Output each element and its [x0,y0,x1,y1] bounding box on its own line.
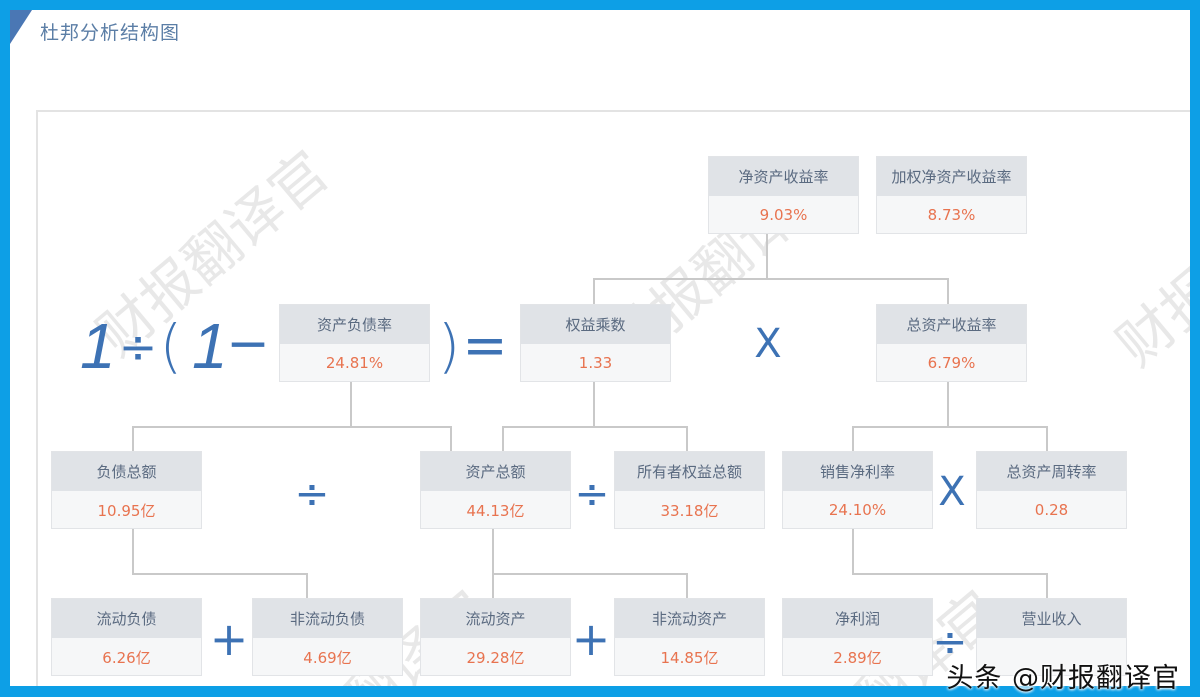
node-label: 营业收入 [977,599,1126,638]
node-value: 2.89亿 [833,648,882,667]
node-value: 6.26亿 [102,648,151,667]
divide-icon: ÷ [118,320,158,374]
connector [947,382,949,428]
node-asset-turnover: 总资产周转率 0.28 [976,451,1127,529]
connector [1046,573,1048,599]
formula-one: 1 [80,310,116,382]
connector [947,278,949,304]
node-label: 总资产收益率 [877,305,1026,344]
node-net-margin: 销售净利率 24.10% [782,451,933,529]
diagram-frame: 杜邦分析结构图 财报翻译官 财报翻译官 财报翻译官 财报翻译官 财报翻译官 净资… [10,10,1190,686]
node-label: 总资产周转率 [977,452,1126,491]
close-paren: ) [437,312,461,380]
node-value: 9.03% [759,206,808,224]
connector [492,529,494,607]
node-value: 14.85亿 [660,648,719,667]
connector [852,426,854,452]
node-net-profit: 净利润 2.89亿 [782,598,933,676]
connector [132,426,134,452]
node-value: 0.28 [1034,501,1069,519]
node-value: 1.33 [578,354,613,372]
node-value: 6.79% [927,354,976,372]
connector [852,573,1048,575]
node-value: 8.73% [927,206,976,224]
node-current-assets: 流动资产 29.28亿 [420,598,571,676]
node-total-assets: 资产总额 44.13亿 [420,451,571,529]
node-label: 流动资产 [421,599,570,638]
connector [132,529,134,575]
open-paren: ( [159,312,183,380]
connector [132,573,308,575]
node-label: 销售净利率 [783,452,932,491]
node-label: 流动负债 [52,599,201,638]
connector [852,426,1048,428]
node-label: 权益乘数 [521,305,670,344]
node-label: 资产负债率 [280,305,429,344]
node-weighted-roe: 加权净资产收益率 8.73% [876,156,1027,234]
node-label: 净资产收益率 [709,157,858,196]
node-label: 资产总额 [421,452,570,491]
node-roa: 总资产收益率 6.79% [876,304,1027,382]
connector [502,426,504,452]
connector [306,573,308,599]
node-value: 24.10% [828,501,887,519]
node-value: 24.81% [325,354,384,372]
connector [766,234,768,280]
plus-icon: + [571,612,611,666]
node-roe: 净资产收益率 9.03% [708,156,859,234]
node-equity-multiplier: 权益乘数 1.33 [520,304,671,382]
connector [593,278,595,304]
node-debt-ratio: 资产负债率 24.81% [279,304,430,382]
connector [593,382,595,428]
connector [686,426,688,452]
corner-marker [10,10,32,44]
node-label: 净利润 [783,599,932,638]
plus-icon: + [209,612,249,666]
node-value: 33.18亿 [660,501,719,520]
connector [450,426,452,452]
node-noncurrent-liabilities: 非流动负债 4.69亿 [252,598,403,676]
node-label: 加权净资产收益率 [877,157,1026,196]
node-label: 负债总额 [52,452,201,491]
connector [132,426,452,428]
equals-icon: = [462,314,508,377]
node-noncurrent-assets: 非流动资产 14.85亿 [614,598,765,676]
multiply-icon: X [938,469,966,515]
divide-icon: ÷ [932,617,968,666]
footer-watermark: 头条 @财报翻译官 [946,663,1180,694]
node-current-liabilities: 流动负债 6.26亿 [51,598,202,676]
divide-icon: ÷ [294,469,330,518]
node-value: 10.95亿 [97,501,156,520]
node-value: 4.69亿 [303,648,352,667]
page-title: 杜邦分析结构图 [40,22,181,44]
node-label: 非流动负债 [253,599,402,638]
multiply-icon: X [754,321,782,367]
node-total-equity: 所有者权益总额 33.18亿 [614,451,765,529]
connector [593,278,948,280]
divide-icon: ÷ [574,469,610,518]
minus-icon: − [226,314,270,374]
formula-one: 1 [192,310,228,382]
node-value: 29.28亿 [466,648,525,667]
node-total-liabilities: 负债总额 10.95亿 [51,451,202,529]
connector [1046,426,1048,452]
connector [492,573,688,575]
node-value: 44.13亿 [466,501,525,520]
node-revenue: 营业收入 [976,598,1127,676]
node-label: 所有者权益总额 [615,452,764,491]
connector [350,382,352,428]
connector [502,426,688,428]
node-label: 非流动资产 [615,599,764,638]
connector [686,573,688,599]
connector [852,529,854,575]
